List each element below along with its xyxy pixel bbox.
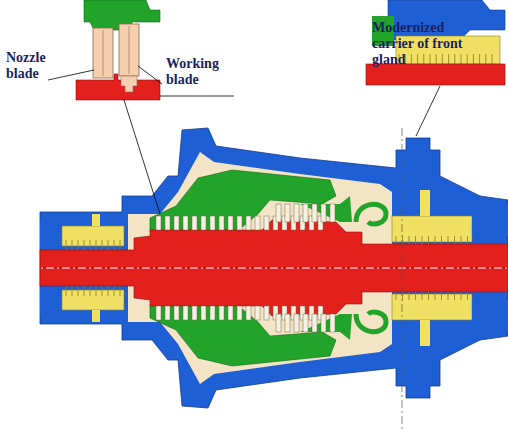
callout-label: Modernized carrier of front gland	[372, 20, 472, 68]
callout-label: Nozzle blade	[6, 50, 58, 82]
callout-label: Working blade	[166, 56, 232, 88]
